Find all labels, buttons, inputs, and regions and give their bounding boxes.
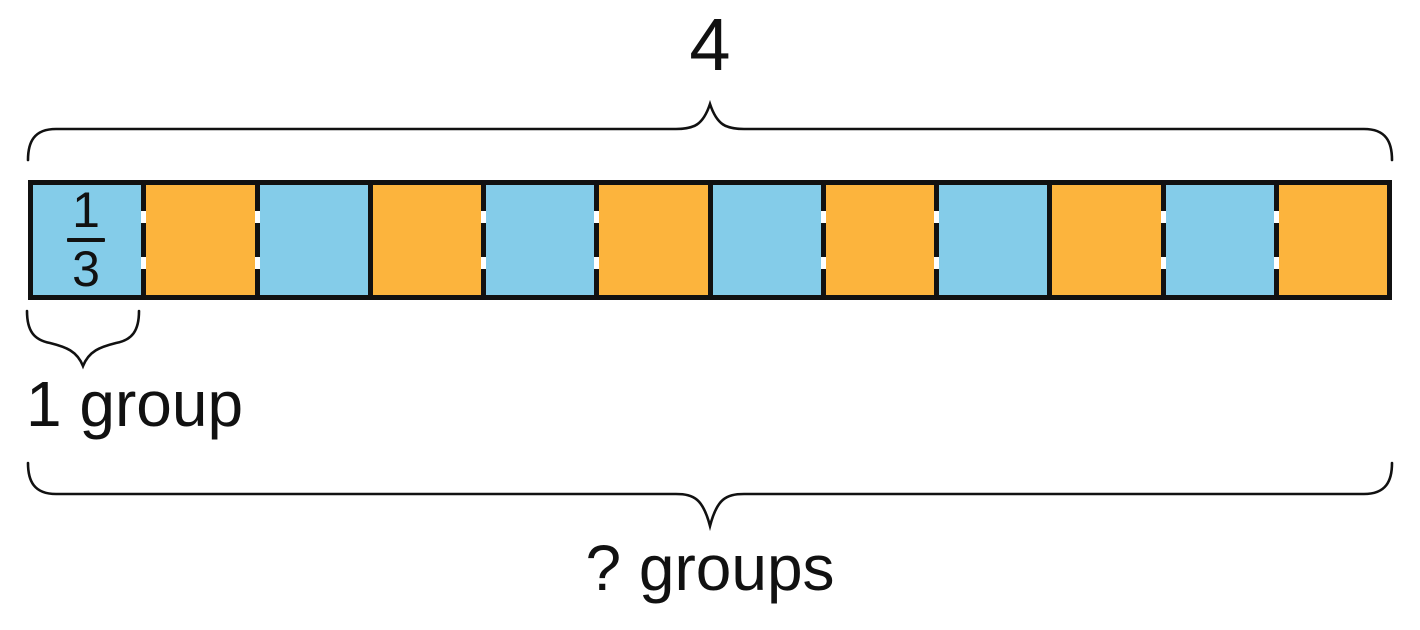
bar-segment-12 (1278, 185, 1387, 295)
group-label: 1 group (26, 368, 244, 440)
fraction-label: 1 3 (33, 185, 139, 295)
bar-segment-2 (146, 185, 255, 295)
segment-divider-solid (707, 185, 713, 295)
bar-segment-8 (825, 185, 934, 295)
fraction-bar (28, 180, 1392, 300)
segment-divider-dashed (934, 185, 939, 295)
fraction-line (67, 238, 105, 242)
total-label: 4 (689, 3, 731, 86)
bar-segment-4 (372, 185, 481, 295)
top-brace (26, 99, 1394, 162)
segment-divider-dashed (594, 185, 600, 295)
bar-segment-7 (712, 185, 821, 295)
question-label: ? groups (585, 532, 835, 604)
segment-divider-dashed (254, 185, 260, 295)
bar-segment-11 (1165, 185, 1274, 295)
segment-divider-dashed (481, 185, 486, 295)
fraction-denominator: 3 (72, 241, 100, 297)
segment-divider-solid (1047, 185, 1053, 295)
segment-divider-dashed (1273, 185, 1279, 295)
segment-divider-dashed (820, 185, 826, 295)
bottom-brace (26, 461, 1394, 532)
segment-divider-dashed (141, 185, 147, 295)
segment-divider-solid (367, 185, 373, 295)
bar-segment-10 (1052, 185, 1161, 295)
bar-segment-6 (599, 185, 708, 295)
segment-divider-dashed (1160, 185, 1166, 295)
bar-segment-3 (259, 185, 368, 295)
bar-segment-5 (486, 185, 595, 295)
fraction-numerator: 1 (72, 181, 100, 238)
one-group-brace (25, 309, 141, 370)
bar-segment-9 (939, 185, 1048, 295)
